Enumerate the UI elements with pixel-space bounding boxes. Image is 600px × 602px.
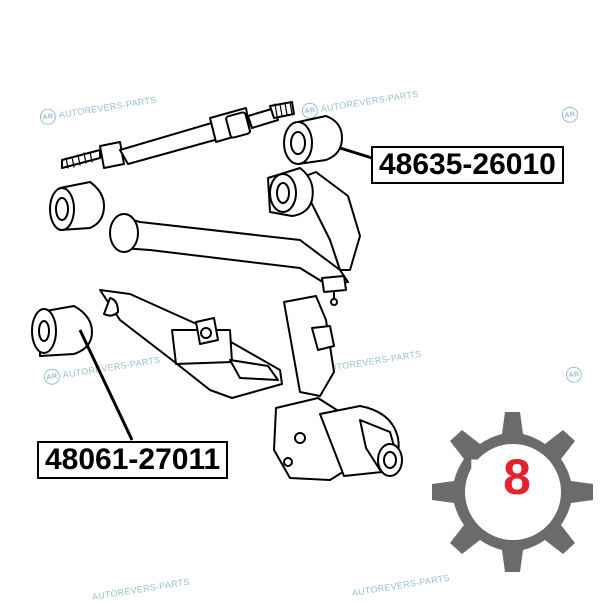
gear-icon bbox=[432, 412, 593, 572]
brand-8: 8 bbox=[503, 449, 531, 505]
lower-bushing bbox=[31, 305, 93, 357]
brand-name: R8 bbox=[468, 449, 531, 505]
upper-control-arm bbox=[109, 167, 361, 306]
steering-knuckle bbox=[273, 295, 403, 481]
bushing-left bbox=[49, 181, 105, 231]
brand-r: R bbox=[468, 449, 504, 505]
lower-leader-line bbox=[78, 329, 134, 441]
lower-control-arm bbox=[99, 289, 283, 399]
tie-rod-bolt bbox=[61, 101, 295, 169]
upper-bushing bbox=[283, 115, 343, 165]
part-number-lower: 48061-27011 bbox=[37, 441, 229, 479]
upper-leader-line bbox=[339, 146, 373, 160]
part-number-upper: 48635-26010 bbox=[371, 146, 564, 184]
brand-subtitle: AUTO PARTS bbox=[478, 506, 545, 516]
